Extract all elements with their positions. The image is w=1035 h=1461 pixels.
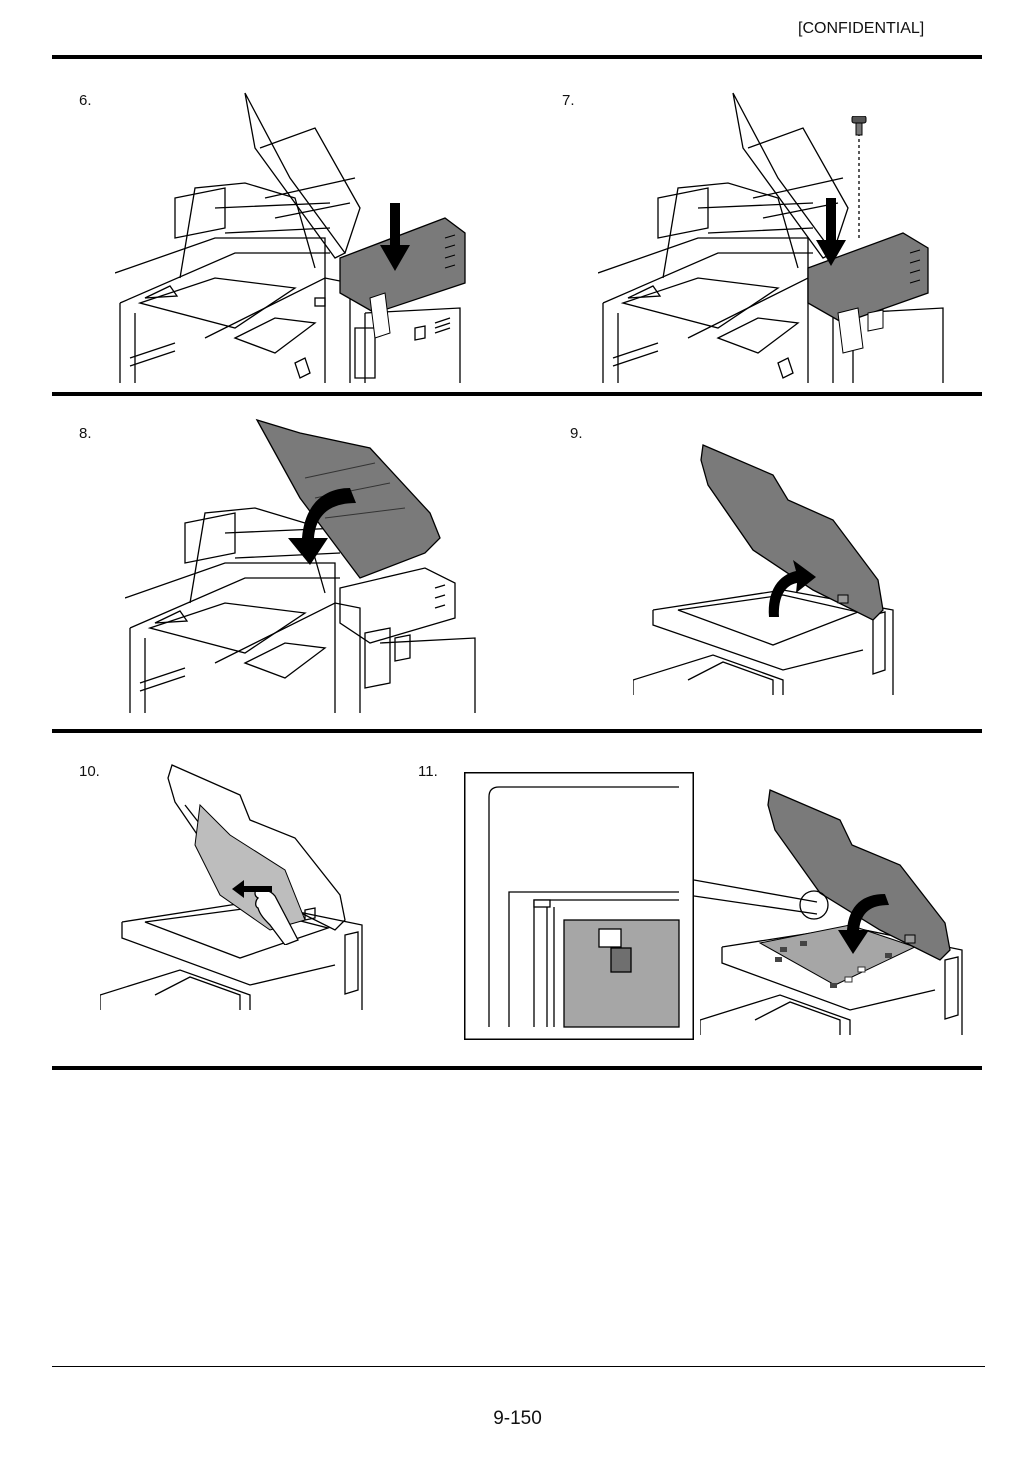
down-arrow-icon <box>816 198 846 266</box>
step-11-detail-inset <box>464 772 694 1040</box>
hand-icon <box>254 888 299 945</box>
magnifier-circle-icon <box>799 890 829 920</box>
curved-arrow-icon <box>768 560 816 617</box>
screw-icon <box>851 116 867 136</box>
top-divider <box>52 55 982 59</box>
row-divider-1 <box>52 392 982 396</box>
step-11-number: 11. <box>418 763 438 780</box>
curved-arrow-icon <box>288 488 356 565</box>
row-divider-3 <box>52 1066 982 1070</box>
step-8-illustration <box>125 418 480 713</box>
step-6-number: 6. <box>79 92 92 109</box>
confidential-label: [CONFIDENTIAL] <box>798 20 925 37</box>
step-10-illustration <box>100 760 365 1010</box>
curved-arrow-icon <box>838 894 889 954</box>
down-arrow-icon <box>380 203 410 271</box>
left-arrow-icon <box>232 880 272 898</box>
step-7-illustration <box>598 88 958 383</box>
step-10-number: 10. <box>79 763 100 780</box>
step-7-number: 7. <box>562 92 575 109</box>
row-divider-2 <box>52 729 982 733</box>
step-6-illustration <box>115 88 475 383</box>
step-11-illustration <box>700 785 965 1035</box>
step-8-number: 8. <box>79 425 92 442</box>
step-9-number: 9. <box>570 425 583 442</box>
step-9-illustration <box>633 440 898 695</box>
callout-lines <box>693 879 818 915</box>
page-number: 9-150 <box>493 1408 542 1429</box>
footer-divider <box>52 1366 985 1367</box>
